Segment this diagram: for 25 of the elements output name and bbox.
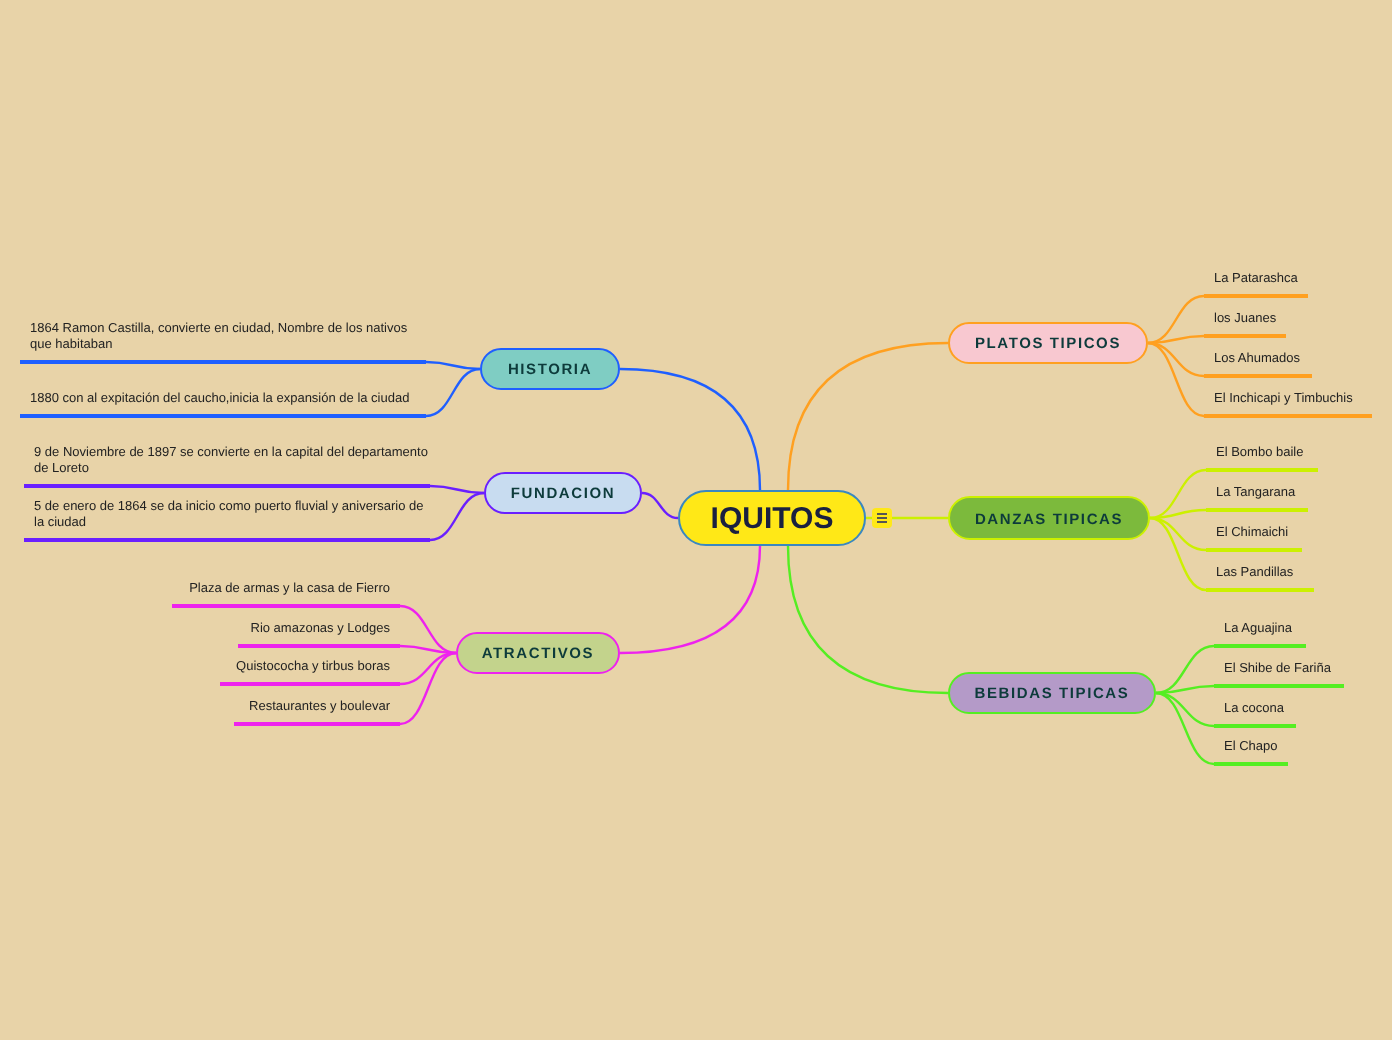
connector-line xyxy=(399,651,457,726)
connector-line xyxy=(1147,334,1205,345)
connector-line xyxy=(619,545,762,655)
connector-line xyxy=(786,545,949,695)
connector-line xyxy=(425,360,481,371)
connector-line xyxy=(399,644,457,655)
connector-line xyxy=(1155,684,1215,695)
connector-line xyxy=(786,341,949,491)
connector-line xyxy=(619,367,762,491)
connector-line xyxy=(1149,516,1207,592)
connector-line xyxy=(1155,691,1215,728)
connector-line xyxy=(429,484,485,495)
connector-line xyxy=(399,604,457,655)
connector-line xyxy=(1149,516,1207,552)
connector-line xyxy=(1147,294,1205,345)
connector-line xyxy=(1147,341,1205,378)
connector-line xyxy=(429,491,485,542)
connector-line xyxy=(641,491,679,520)
connector-line xyxy=(1155,691,1215,766)
connector-line xyxy=(425,367,481,418)
central-topic: IQUITOS xyxy=(678,490,866,546)
connector-line xyxy=(1155,644,1215,695)
connector-line xyxy=(399,651,457,686)
connector-line xyxy=(1147,341,1205,418)
connector-line xyxy=(1149,468,1207,520)
